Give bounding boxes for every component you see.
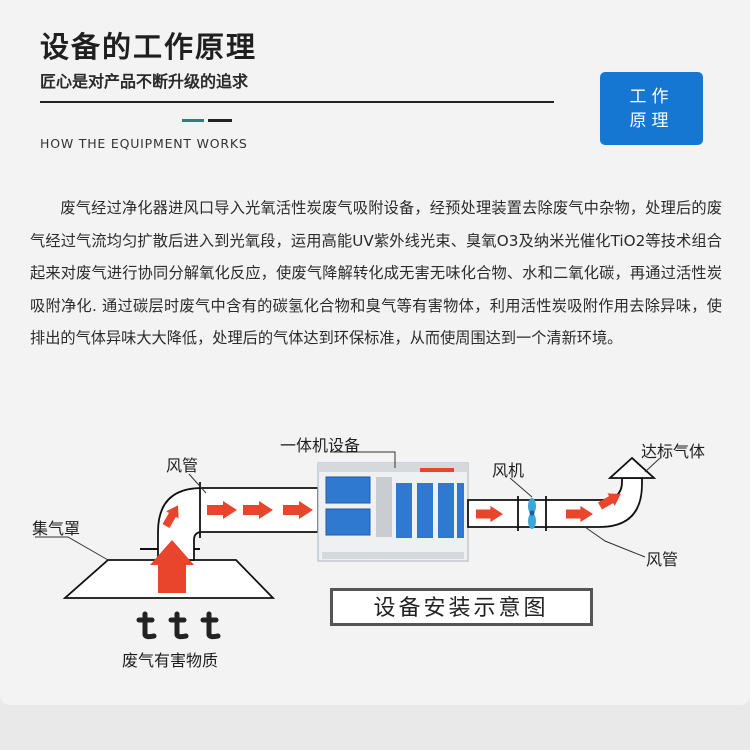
- page-title: 设备的工作原理: [40, 30, 258, 64]
- title-divider: [40, 101, 554, 103]
- page-subtitle: 匠心是对产品不断升级的追求: [40, 72, 249, 91]
- diagram-caption: 设备安装示意图: [373, 596, 548, 621]
- accent-dash: [208, 119, 232, 122]
- outlet-cap: [607, 456, 657, 479]
- label-fan: 风机: [492, 461, 524, 480]
- english-heading: HOW THE EQUIPMENT WORKS: [40, 136, 248, 151]
- integrated-unit: [317, 462, 469, 562]
- description-paragraph: 废气经过净化器进风口导入光氧活性炭废气吸附设备，经预处理装置去除废气中杂物，处理…: [30, 199, 722, 347]
- principle-badge: 工作 原理: [600, 72, 703, 145]
- label-duct-right: 风管: [646, 550, 678, 569]
- label-source: 废气有害物质: [122, 651, 218, 670]
- installation-diagram: 风管 一体机设备 风机 达标气体 集气罩 风管 废气有害物质 设备安装示意图: [32, 436, 705, 670]
- badge-line-2: 原理: [629, 110, 674, 131]
- label-unit: 一体机设备: [280, 436, 360, 455]
- fan-icon: [528, 498, 536, 529]
- badge-line-1: 工作: [629, 86, 674, 107]
- fume-source-icon: [136, 611, 221, 640]
- duct-left: [157, 487, 319, 561]
- leader-lines: [35, 451, 661, 561]
- accent-dash: [182, 119, 204, 122]
- label-hood: 集气罩: [32, 519, 80, 538]
- caption-inner: [333, 591, 590, 623]
- label-outlet: 达标气体: [641, 442, 705, 461]
- label-duct-left: 风管: [166, 456, 198, 475]
- rising-fume-arrow: [150, 540, 194, 593]
